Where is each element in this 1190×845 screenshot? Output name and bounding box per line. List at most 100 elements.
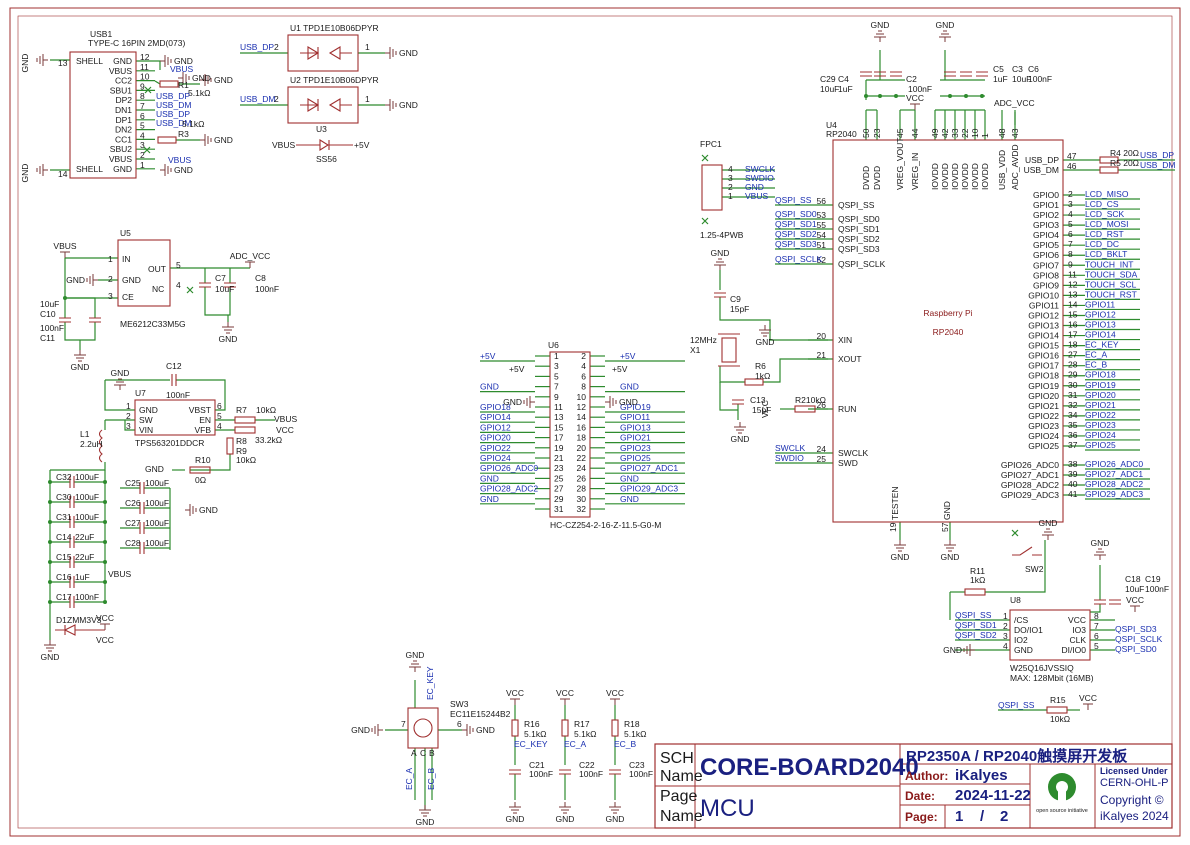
net-label: +5V	[612, 364, 628, 374]
right-net: GPIO18	[1085, 370, 1116, 380]
pin-number: 42	[940, 128, 950, 138]
value-label: 15pF	[752, 405, 771, 415]
top-pin-name: IOVDD	[960, 163, 970, 190]
pin-number: 56	[817, 196, 827, 206]
header-net-left: GPIO20	[480, 433, 511, 443]
pull-net: EC_B	[614, 739, 637, 749]
header-net-left: GPIO14	[480, 412, 511, 422]
sch-label: SCH	[660, 750, 694, 767]
pin-number: 15	[554, 422, 564, 432]
flash-net: QSPI_SD1	[955, 620, 997, 630]
flash-note: MAX: 128Mbit (16MB)	[1010, 673, 1094, 683]
wire	[719, 366, 745, 383]
power-symbol	[610, 698, 620, 705]
right-net: TOUCH_INT	[1085, 259, 1134, 269]
pin-number: 33	[950, 128, 960, 138]
project-name: RP2350A / RP2040触摸屏开发板	[906, 747, 1128, 765]
page-label: Page	[660, 788, 697, 805]
ground-label: GND	[219, 334, 238, 344]
value-label: 1uF	[838, 84, 853, 94]
right-net: GPIO21	[1085, 400, 1116, 410]
pin-number: 7	[1094, 621, 1099, 631]
encoder-value: EC11E15244B2	[450, 709, 511, 719]
right-pin-name: GPIO16	[1028, 351, 1059, 361]
pin-number: 3	[1003, 631, 1008, 641]
ground-symbol	[86, 274, 98, 286]
left-pin-name: QSPI_SD1	[838, 224, 880, 234]
capacitor	[714, 292, 726, 298]
pin-number: 5	[554, 371, 559, 381]
wire	[719, 382, 738, 411]
resistor	[611, 719, 619, 737]
ground-label: GND	[503, 397, 522, 407]
pin-number: 23	[554, 463, 564, 473]
junction-dot	[878, 94, 882, 98]
ground-label: GND	[476, 725, 495, 735]
ground-symbol	[160, 55, 172, 67]
value-label: 10uF	[820, 84, 839, 94]
resistor	[794, 405, 816, 413]
pull-net: EC_A	[564, 739, 587, 749]
capacitor	[944, 71, 956, 77]
parts-layer	[36, 30, 1140, 817]
right-net: EC_KEY	[1085, 340, 1119, 350]
resistor	[1099, 156, 1119, 164]
mcu-name: RP2040	[933, 327, 964, 337]
capacitor	[559, 769, 571, 775]
power-symbol	[60, 251, 70, 258]
right-pin-name: GPIO21	[1028, 401, 1059, 411]
right-pin-name: GPIO24	[1028, 431, 1059, 441]
junction-dot	[964, 94, 968, 98]
tvs-label: U2 TPD1E10B06DPYR	[290, 75, 379, 85]
wire	[190, 454, 231, 471]
right-net: LCD_DC	[1085, 239, 1119, 249]
tvs-diode-body	[287, 34, 359, 72]
value-label: ZMM3V3	[67, 615, 102, 625]
value-label: 1kΩ	[970, 575, 985, 585]
capacitor	[890, 71, 902, 77]
right-pin-name: GPIO7	[1033, 260, 1059, 270]
wire	[1090, 604, 1101, 613]
pin-number: 1	[554, 351, 559, 361]
capacitor	[960, 71, 972, 77]
pin-name: DI/IO0	[1061, 645, 1086, 655]
capacitor	[69, 496, 75, 508]
value-label: 100nF	[1145, 584, 1169, 594]
right-pin-name: GPIO19	[1028, 381, 1059, 391]
pin-name: OUT	[148, 264, 166, 274]
ref-label: C22	[579, 760, 595, 770]
pin-number: 6	[581, 371, 586, 381]
pin-number: 35	[1068, 420, 1078, 430]
pin-number: 14	[1068, 299, 1078, 309]
pin-number: 29	[554, 494, 564, 504]
value-label: 10kΩ	[236, 455, 256, 465]
mcu-name: Raspberry Pi	[923, 308, 972, 318]
pin-number: 21	[554, 453, 564, 463]
pin-number: 43	[1010, 128, 1020, 138]
header-net-left: GND	[480, 494, 499, 504]
encoder-ref: SW3	[450, 699, 469, 709]
pin-number: 12	[1068, 279, 1078, 289]
header-net-left: GND	[480, 473, 499, 483]
ref-label: C12	[166, 361, 182, 371]
capacitor	[874, 71, 886, 77]
right-net: GPIO23	[1085, 420, 1116, 430]
pin-name: SHELL	[76, 164, 103, 174]
value-label: 100uF	[75, 512, 99, 522]
ref-label: SW2	[1025, 564, 1044, 574]
pin-name: DN2	[115, 125, 132, 135]
left-pin-name: SWD	[838, 458, 858, 468]
wires-layer	[48, 50, 1175, 810]
header-ref: U6	[548, 340, 559, 350]
net-label: USB_DP	[156, 91, 190, 101]
pin-number: 16	[577, 422, 587, 432]
crystal-plates	[718, 333, 740, 367]
date: 2024-11-22	[955, 787, 1031, 804]
header-net-right: GPIO21	[620, 433, 651, 443]
top-pin-name: DVDD	[872, 166, 882, 190]
ref-label: C19	[1145, 574, 1161, 584]
value-label: 0Ω	[195, 475, 206, 485]
buck-value: TPS563201DDCR	[135, 438, 204, 448]
wire	[64, 322, 96, 341]
pin-number: 6	[140, 111, 145, 121]
